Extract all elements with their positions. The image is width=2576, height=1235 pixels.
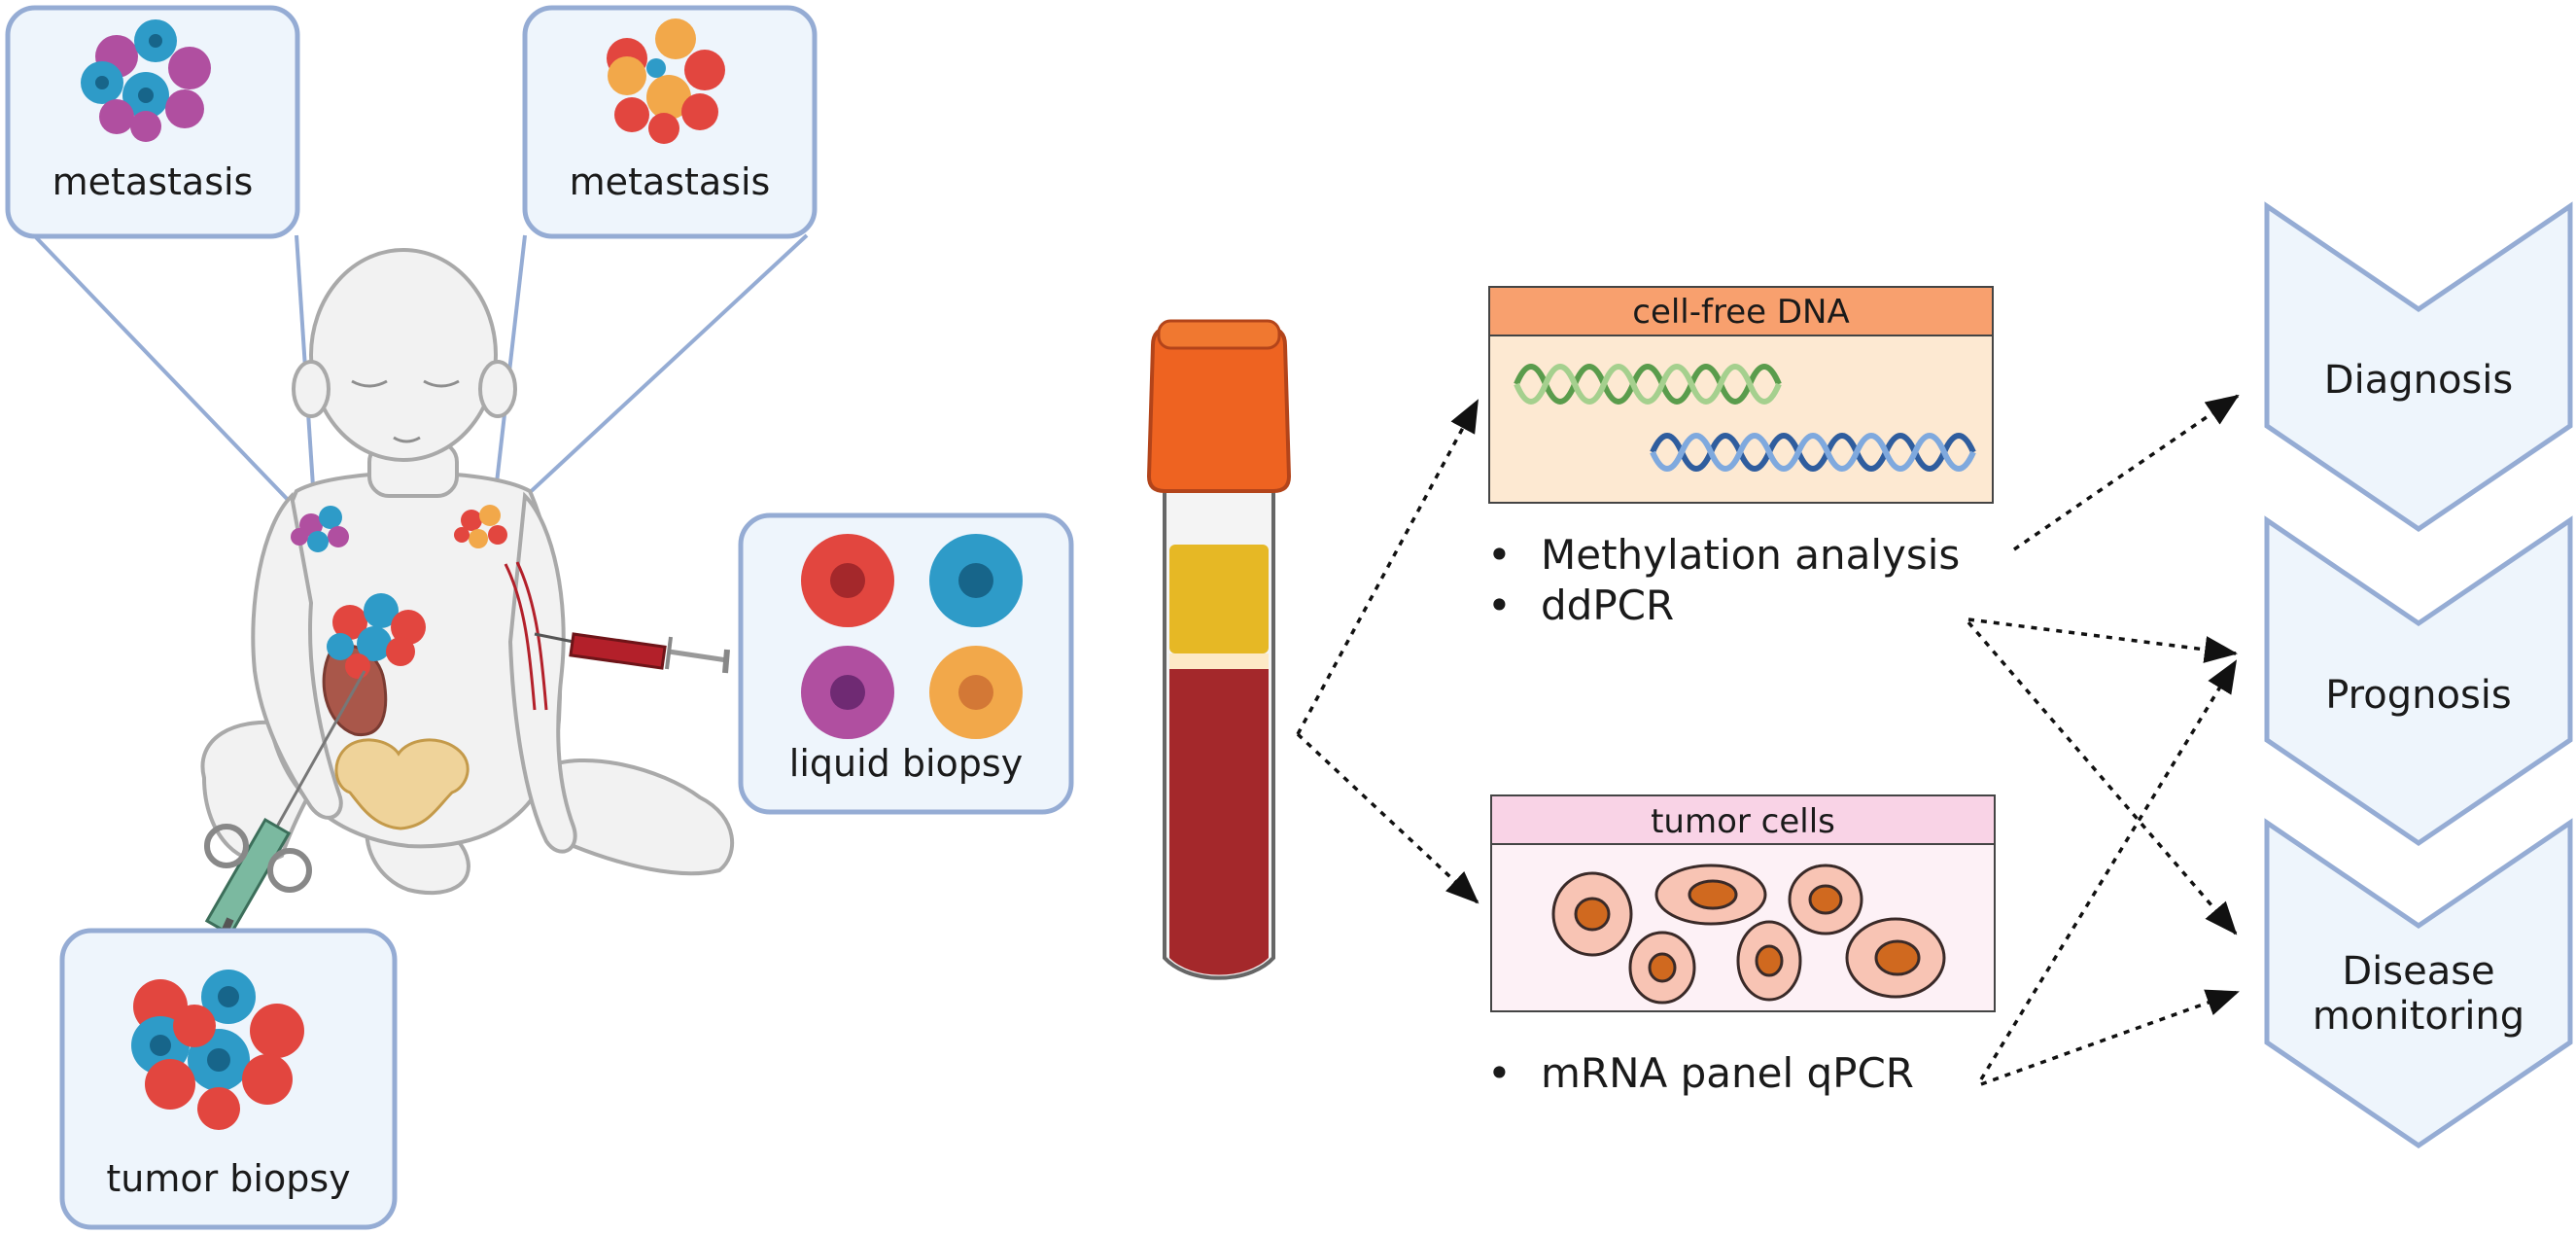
callout-tumor-biopsy: tumor biopsy xyxy=(59,928,398,1230)
baby-face xyxy=(351,379,460,443)
method-methylation-analysis: Methylation analysis xyxy=(1541,531,1960,579)
metastasis-cluster-icon-left xyxy=(81,19,211,142)
cfdna-box: cell-free DNA xyxy=(1488,286,1994,504)
circulating-cell-icon-purple xyxy=(801,646,894,739)
tumor-cluster-left-shoulder xyxy=(291,506,349,552)
tumor-cluster-icon xyxy=(131,970,304,1130)
arrow-qpcr-to-monitoring xyxy=(1980,989,2240,1086)
blood-layer xyxy=(1169,669,1269,975)
baby-left-arm xyxy=(251,491,343,820)
plasma-layer xyxy=(1169,545,1269,653)
tumor-cells-methods: • mRNA panel qPCR xyxy=(1487,1049,1914,1097)
callout-leader-lines xyxy=(32,233,809,512)
tube-cap xyxy=(1146,326,1292,493)
tumor-cells-box: tumor cells xyxy=(1490,794,1996,1012)
callout-liquid-biopsy: liquid biopsy xyxy=(738,512,1074,815)
bullet-glyph: • xyxy=(1487,531,1512,579)
outcome-label-monitoring: monitoring xyxy=(2313,994,2524,1039)
tumor-cluster-abdomen xyxy=(327,593,426,679)
outcome-label-diagnosis: Diagnosis xyxy=(2324,358,2513,403)
outcome-prognosis: Prognosis xyxy=(2264,515,2573,847)
cfdna-methods: • Methylation analysis • ddPCR xyxy=(1487,531,1960,629)
arm-vein-icon xyxy=(504,561,548,711)
method-ddpcr: ddPCR xyxy=(1541,582,1674,629)
arrow-qpcr-to-prognosis xyxy=(1979,659,2238,1080)
pelvis-icon xyxy=(334,738,470,830)
callout-label-tumor-biopsy: tumor biopsy xyxy=(106,1157,350,1200)
blood-collection-tube xyxy=(1146,319,1292,980)
arrow-ddpcr-to-monitoring xyxy=(1967,620,2238,935)
circulating-cell-icon-blue xyxy=(929,534,1023,627)
method-mrna-panel-qpcr: mRNA panel qPCR xyxy=(1541,1049,1914,1097)
circulating-cell-icon-orange xyxy=(929,646,1023,739)
outcome-diagnosis: Diagnosis xyxy=(2264,201,2573,533)
outcome-disease-monitoring: Disease monitoring xyxy=(2264,818,2573,1149)
arrow-tube-to-cfdna xyxy=(1296,399,1479,735)
dna-helix-icon-blue xyxy=(1650,433,1976,472)
dna-helix-icon-green xyxy=(1514,364,1782,405)
circulating-cell-icon-red xyxy=(801,534,894,627)
callout-metastasis-right: metastasis xyxy=(522,5,818,239)
flow-arrows xyxy=(1296,394,2240,1086)
arrow-tube-to-tumor-cells xyxy=(1296,732,1479,904)
ctc-cell-icons xyxy=(1551,864,1946,1005)
tumor-cells-box-title: tumor cells xyxy=(1651,802,1835,841)
cfdna-box-title: cell-free DNA xyxy=(1632,293,1850,332)
tumor-cluster-right-shoulder xyxy=(454,505,507,548)
baby-illustration xyxy=(200,248,734,896)
arrow-methylation-to-diagnosis xyxy=(2013,394,2240,551)
outcome-label-disease: Disease xyxy=(2342,949,2494,994)
baby-head xyxy=(309,248,498,462)
callout-metastasis-left: metastasis xyxy=(5,5,300,239)
baby-right-leg xyxy=(541,758,734,876)
callout-label-liquid-biopsy: liquid biopsy xyxy=(789,742,1023,785)
callout-label-metastasis-right: metastasis xyxy=(570,160,771,203)
arrow-ddpcr-to-prognosis xyxy=(1967,618,2238,663)
outcome-label-prognosis: Prognosis xyxy=(2325,673,2511,718)
blood-syringe-icon xyxy=(534,632,730,674)
buffy-coat-layer xyxy=(1169,653,1269,669)
bullet-glyph: • xyxy=(1487,582,1512,629)
bullet-glyph: • xyxy=(1487,1049,1512,1097)
callout-label-metastasis-left: metastasis xyxy=(52,160,254,203)
metastasis-cluster-icon-right xyxy=(607,18,725,144)
